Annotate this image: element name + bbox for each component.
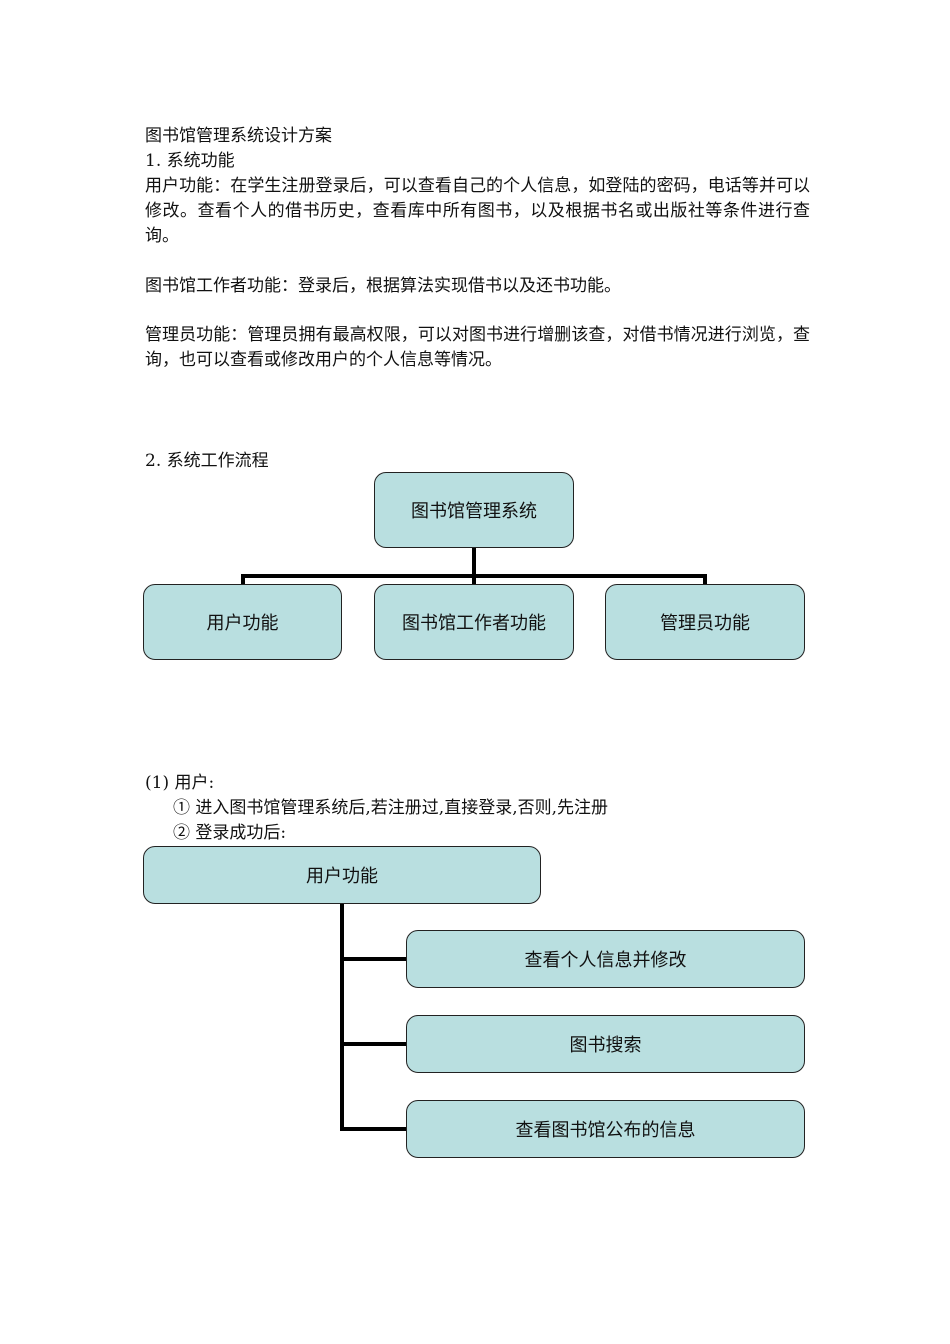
section-2-heading: 2. 系统工作流程 xyxy=(145,451,269,471)
user-subsection-heading: (1) 用户: xyxy=(145,773,215,793)
step-1: ① 进入图书馆管理系统后,若注册过,直接登录,否则,先注册 xyxy=(173,798,609,818)
diagram2-branch-1 xyxy=(340,957,408,961)
diagram1-admin-function-box: 管理员功能 xyxy=(605,584,805,660)
diagram2-branch-3 xyxy=(340,1127,408,1131)
diagram2-library-notices-box: 查看图书馆公布的信息 xyxy=(406,1100,805,1158)
diagram1-user-function-box: 用户功能 xyxy=(143,584,342,660)
diagram1-root-box: 图书馆管理系统 xyxy=(374,472,574,548)
step-2: ② 登录成功后: xyxy=(173,823,287,843)
diagram2-vertical-connector xyxy=(340,904,344,1130)
librarian-function-paragraph: 图书馆工作者功能：登录后，根据算法实现借书以及还书功能。 xyxy=(145,276,621,296)
user-function-paragraph: 用户功能：在学生注册登录后，可以查看自己的个人信息，如登陆的密码，电话等并可以修… xyxy=(145,176,810,246)
admin-function-paragraph: 管理员功能：管理员拥有最高权限，可以对图书进行增删该查，对借书情况进行浏览，查询… xyxy=(145,325,810,370)
diagram1-left-connector xyxy=(241,574,245,585)
document-title: 图书馆管理系统设计方案 xyxy=(145,126,332,146)
diagram2-root-box: 用户功能 xyxy=(143,846,541,904)
diagram1-right-connector xyxy=(703,574,707,585)
diagram1-root-connector xyxy=(472,548,476,576)
diagram1-librarian-function-box: 图书馆工作者功能 xyxy=(374,584,574,660)
diagram2-branch-2 xyxy=(340,1042,408,1046)
diagram1-middle-connector xyxy=(472,574,476,585)
section-1-heading: 1. 系统功能 xyxy=(145,151,235,171)
diagram2-view-info-box: 查看个人信息并修改 xyxy=(406,930,805,988)
diagram2-book-search-box: 图书搜索 xyxy=(406,1015,805,1073)
